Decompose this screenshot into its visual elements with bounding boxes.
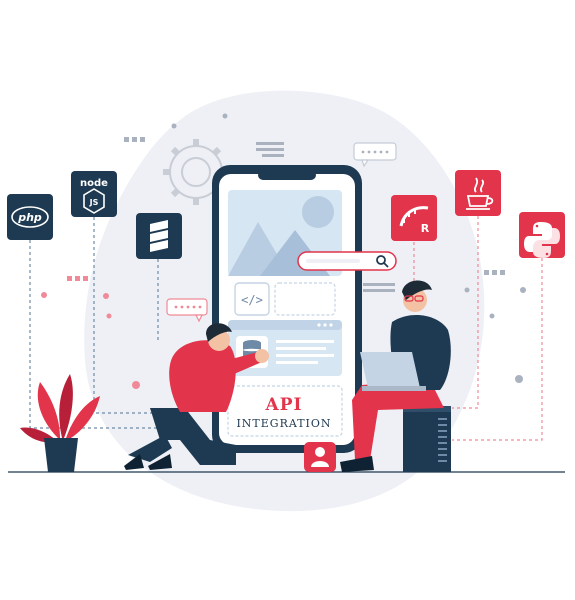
api-title: API — [265, 395, 303, 415]
java-coffee-cup-icon — [466, 177, 494, 210]
potted-plant — [20, 374, 100, 472]
empty-card — [274, 282, 336, 316]
php-logo-icon: php — [17, 211, 42, 224]
chat-bubble-red-icon — [166, 298, 208, 323]
layers-stack-icon — [150, 220, 168, 252]
server-tower — [403, 406, 451, 472]
python-tile — [519, 212, 565, 258]
decorative-marks — [124, 113, 526, 383]
sitting-developer — [340, 280, 451, 472]
nodejs-tile: node JS — [71, 171, 117, 217]
user-badge — [304, 442, 336, 472]
nodejs-badge: JS — [89, 198, 99, 207]
rails-letter: R — [421, 222, 430, 235]
stack-tile — [136, 213, 182, 259]
search-icon — [376, 255, 389, 268]
nodejs-label: node — [80, 178, 108, 189]
kneeling-developer — [124, 323, 269, 470]
php-tile: php — [7, 194, 53, 240]
api-subtitle: INTEGRATION — [236, 417, 331, 430]
smartphone: </> API INTEGRATION — [212, 165, 362, 453]
rails-tile: R — [391, 195, 437, 241]
python-logo-icon — [524, 222, 560, 258]
java-tile — [455, 170, 501, 216]
laptop-icon — [360, 352, 420, 388]
search-bar — [297, 251, 397, 271]
user-icon — [311, 447, 329, 467]
chat-bubble-icon — [353, 142, 397, 168]
code-card — [234, 282, 270, 316]
code-brackets-icon: </> — [241, 293, 263, 307]
api-card — [227, 385, 343, 437]
decorative-red-marks — [41, 276, 140, 389]
nodejs-logo-icon — [83, 188, 105, 214]
ruby-on-rails-icon: R — [399, 206, 430, 235]
